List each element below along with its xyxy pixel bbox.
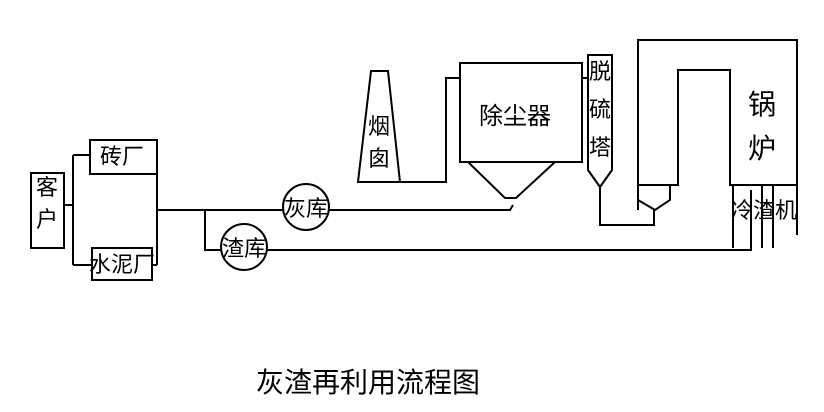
dust-collector-label: 除尘器 [479, 102, 551, 130]
slag-cooler-shape [732, 185, 798, 248]
boiler-label-1: 锅 [748, 88, 776, 121]
slag-store-label: 渣库 [222, 237, 266, 262]
customer-label-2: 户 [36, 208, 58, 233]
dust-collector-shape [459, 62, 583, 199]
diagram-caption: 灰渣再利用流程图 [256, 366, 480, 399]
ash-line [157, 204, 514, 211]
customer-label-1: 客 [36, 176, 58, 201]
boiler-label-2: 炉 [748, 132, 776, 165]
customer-to-factories-line [64, 154, 92, 266]
tower-label-2: 硫 [589, 98, 611, 123]
tower-label-1: 脱 [589, 60, 611, 85]
customer-box [30, 172, 65, 249]
chimney-label-2: 囱 [368, 147, 390, 172]
chimney-to-collector-line [400, 77, 460, 183]
tower-label-3: 塔 [589, 136, 611, 161]
tower-to-boiler-duct [599, 187, 655, 226]
chimney-label-1: 烟 [368, 115, 390, 140]
ash-store-label: 灰库 [284, 197, 328, 222]
slag-store-circle [220, 223, 268, 271]
slag-line [204, 190, 752, 251]
boiler-flue [637, 39, 798, 212]
chimney-shape [356, 70, 402, 183]
cement-factory-label: 水泥厂 [89, 253, 155, 278]
slag-cooler-label: 冷渣机 [731, 199, 797, 224]
ash-store-circle [282, 183, 330, 231]
brick-factory-label: 砖厂 [100, 145, 144, 170]
desulfurization-tower-shape [587, 54, 613, 189]
